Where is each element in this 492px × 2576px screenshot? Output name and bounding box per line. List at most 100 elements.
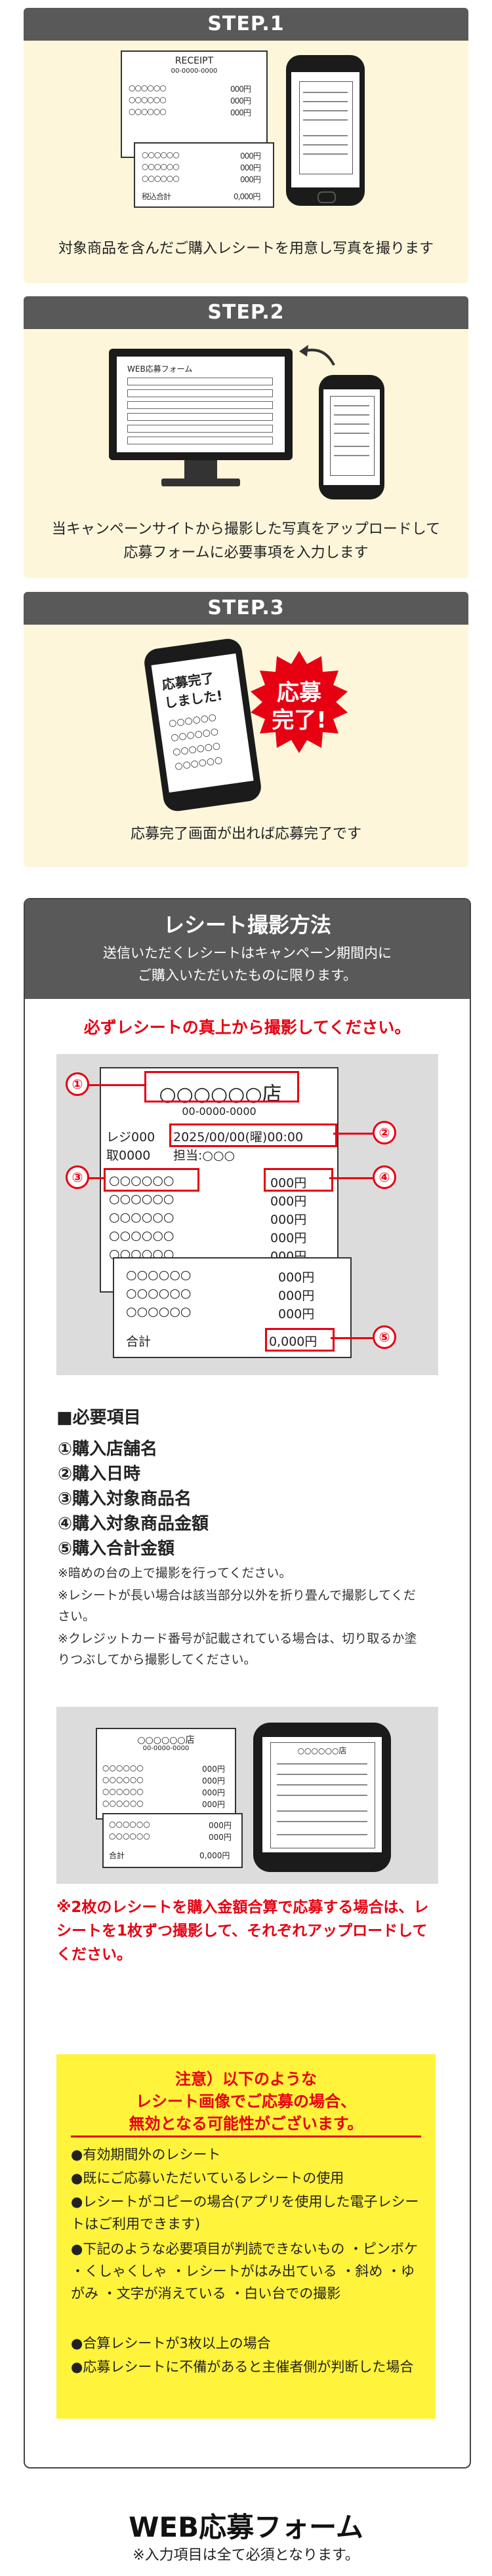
mini-store-number: 00-0000-0000 <box>142 1745 190 1752</box>
receipt-line: ○○○○○○ <box>129 107 167 116</box>
receipt-total: 0,000円 <box>234 192 260 201</box>
marker-2: ② <box>373 1121 396 1144</box>
required-heading: ■必要項目 <box>56 1408 141 1428</box>
phone-store-name: ○○○○○○店 <box>297 1746 347 1755</box>
receipt-diagram: ○○○○○○店 00-0000-0000 レジ000 2025/00/00(曜)… <box>56 1054 438 1375</box>
complete-burst-icon <box>251 651 348 753</box>
total-amount: 0,000円 <box>269 1335 318 1349</box>
item-name: ○○○○○○ <box>126 1268 192 1282</box>
receipt-price: 000円 <box>230 85 251 94</box>
form-title-mini: WEB応募フォーム <box>127 364 193 374</box>
warning-head2: レシート画像でご応募の場合、 <box>136 2092 356 2111</box>
mini-line: ○○○○○○ <box>109 1831 150 1841</box>
marker-5: ⑤ <box>373 1325 396 1349</box>
step2-caption-line2: 応募フォームに必要事項を入力します <box>123 545 369 561</box>
receipt-datetime: 2025/00/00(曜)00:00 <box>173 1130 304 1144</box>
required-item-3: ③購入対象商品名 <box>58 1489 192 1509</box>
step1-caption: 対象商品を含んだご購入レシートを用意し写真を撮ります <box>58 241 434 257</box>
step1-receipt-illustration: RECEIPT 00-0000-0000 ○○○○○○ 000円 ○○○○○○ … <box>115 50 279 214</box>
mini-line: ○○○○○○ <box>102 1787 144 1796</box>
required-item-1: ①購入店舗名 <box>58 1439 158 1459</box>
step3-card: STEP.3 応募完了 しました! ○○○○○○ ○○○○○○ ○○○○○○ ○… <box>24 592 468 867</box>
note-fold-long: ※レシートが長い場合は該当部分以外を折り畳んで撮影してください。 <box>58 1588 416 1624</box>
warning-item-1: ●有効期間外のレシート <box>71 2147 221 2162</box>
receipt-line: ○○○○○○ <box>142 162 180 171</box>
item-name: ○○○○○○ <box>109 1228 174 1243</box>
item-price: 000円 <box>278 1270 315 1285</box>
item-price: 000円 <box>270 1231 307 1245</box>
step2-caption-line1: 当キャンペーンサイトから撮影した写真をアップロードして <box>51 521 441 537</box>
item-price: 000円 <box>278 1289 315 1303</box>
must-shoot-from-above: 必ずレシートの真上から撮影してください。 <box>83 1018 411 1037</box>
required-item-4: ④購入対象商品金額 <box>58 1514 209 1534</box>
phone-line: ○○○○○○ <box>174 754 224 772</box>
phone-line: ○○○○○○ <box>172 740 222 758</box>
store-number: 00-0000-0000 <box>182 1105 256 1118</box>
receipt-guide-header: レシート撮影方法 送信いただくレシートはキャンペーン期間内に ご購入いただいたも… <box>25 899 470 999</box>
receipt-price: 000円 <box>230 96 251 106</box>
item-name: ○○○○○○ <box>109 1210 174 1224</box>
item-name: ○○○○○○ <box>109 1173 174 1188</box>
burst-text1: 応募 <box>277 680 321 706</box>
receipt-price: 000円 <box>240 175 261 184</box>
mini-total-label: 合計 <box>109 1851 125 1860</box>
required-item-2: ②購入日時 <box>58 1464 141 1484</box>
monitor-icon: WEB応募フォーム <box>109 349 293 493</box>
warning-item-2: ●既にご応募いただいているレシートの使用 <box>71 2170 344 2186</box>
two-receipts-note: ※2枚のレシートを購入金額合算で応募する場合は、レシートを1枚ずつ撮影して、それ… <box>56 1899 429 1963</box>
mini-store-name: ○○○○○○店 <box>137 1735 195 1746</box>
warning-head3: 無効となる可能性がございます。 <box>129 2115 363 2133</box>
item-price: 000円 <box>270 1176 307 1190</box>
receipt-line: ○○○○○○ <box>142 174 180 183</box>
mini-price: 000円 <box>209 1821 232 1830</box>
staff-name: 担当:○○○ <box>173 1148 236 1163</box>
note-dark-surface: ※暗めの台の上で撮影を行ってください。 <box>58 1566 292 1580</box>
mini-line: ○○○○○○ <box>102 1775 144 1784</box>
note-credit-card: ※クレジットカード番号が記載されている場合は、切り取るか塗りつぶしてから撮影して… <box>58 1631 417 1667</box>
web-form-required-note: ※入力項目は全て必須となります。 <box>133 2547 359 2564</box>
step3-label: STEP.3 <box>24 592 468 625</box>
mini-price: 000円 <box>202 1800 225 1809</box>
receipt-and-phone-diagram: ○○○○○○店 00-0000-0000 ○○○○○○ 000円 ○○○○○○ … <box>56 1707 438 1884</box>
smartphone-icon <box>319 375 384 499</box>
step1-card: STEP.1 RECEIPT 00-0000-0000 ○○○○○○ 000円 … <box>24 8 468 283</box>
receipt-number: 00-0000-0000 <box>171 68 218 75</box>
item-price: 000円 <box>270 1194 307 1209</box>
item-name: ○○○○○○ <box>126 1286 192 1300</box>
mini-price: 000円 <box>209 1833 232 1842</box>
marker-1: ① <box>66 1072 89 1096</box>
receipt-guide-sub2: ご購入いただいたものに限ります。 <box>138 967 357 983</box>
mini-price: 000円 <box>202 1765 225 1774</box>
item-price: 000円 <box>270 1213 307 1227</box>
receipt-price: 000円 <box>240 151 261 161</box>
marker-4: ④ <box>373 1165 396 1189</box>
transaction-no: 取0000 <box>106 1148 151 1163</box>
register-no: レジ000 <box>106 1130 155 1144</box>
step2-label: STEP.2 <box>24 296 468 329</box>
phone-line: ○○○○○○ <box>170 726 220 743</box>
phone-line: ○○○○○○ <box>168 712 217 730</box>
receipt-guide-sub1: 送信いただくレシートはキャンペーン期間内に <box>103 945 392 961</box>
receipt-total-label: 税込合計 <box>142 192 171 201</box>
smartphone-icon: ○○○○○○店 <box>253 1723 391 1872</box>
mini-total: 0,000円 <box>199 1851 230 1860</box>
marker-3: ③ <box>66 1165 89 1189</box>
warning-item-5: ●合算レシートが3枚以上の場合 <box>71 2335 271 2351</box>
item-name: ○○○○○○ <box>126 1304 192 1319</box>
web-form-heading: WEB応募フォーム <box>129 2511 363 2543</box>
total-label: 合計 <box>126 1335 152 1349</box>
upload-arrow-icon <box>299 345 335 366</box>
item-name: ○○○○○○ <box>109 1192 174 1206</box>
required-item-5: ⑤購入合計金額 <box>58 1539 175 1559</box>
receipt-line: ○○○○○○ <box>129 83 167 92</box>
item-price: 000円 <box>278 1307 315 1321</box>
receipt-guide-title: レシート撮影方法 <box>163 912 331 937</box>
smartphone-icon: 応募完了 しました! ○○○○○○ ○○○○○○ ○○○○○○ ○○○○○○ <box>142 636 263 813</box>
invalid-warning-box: 注意）以下のような レシート画像でご応募の場合、 無効となる可能性がございます。… <box>56 2054 436 2419</box>
mini-line: ○○○○○○ <box>102 1799 144 1808</box>
receipt-price: 000円 <box>240 163 261 172</box>
mini-price: 000円 <box>202 1776 225 1786</box>
burst-text2: 完了! <box>272 707 327 733</box>
step1-label: STEP.1 <box>24 8 468 41</box>
warning-item-6: ●応募レシートに不備があると主催者側が判断した場合 <box>71 2359 414 2375</box>
